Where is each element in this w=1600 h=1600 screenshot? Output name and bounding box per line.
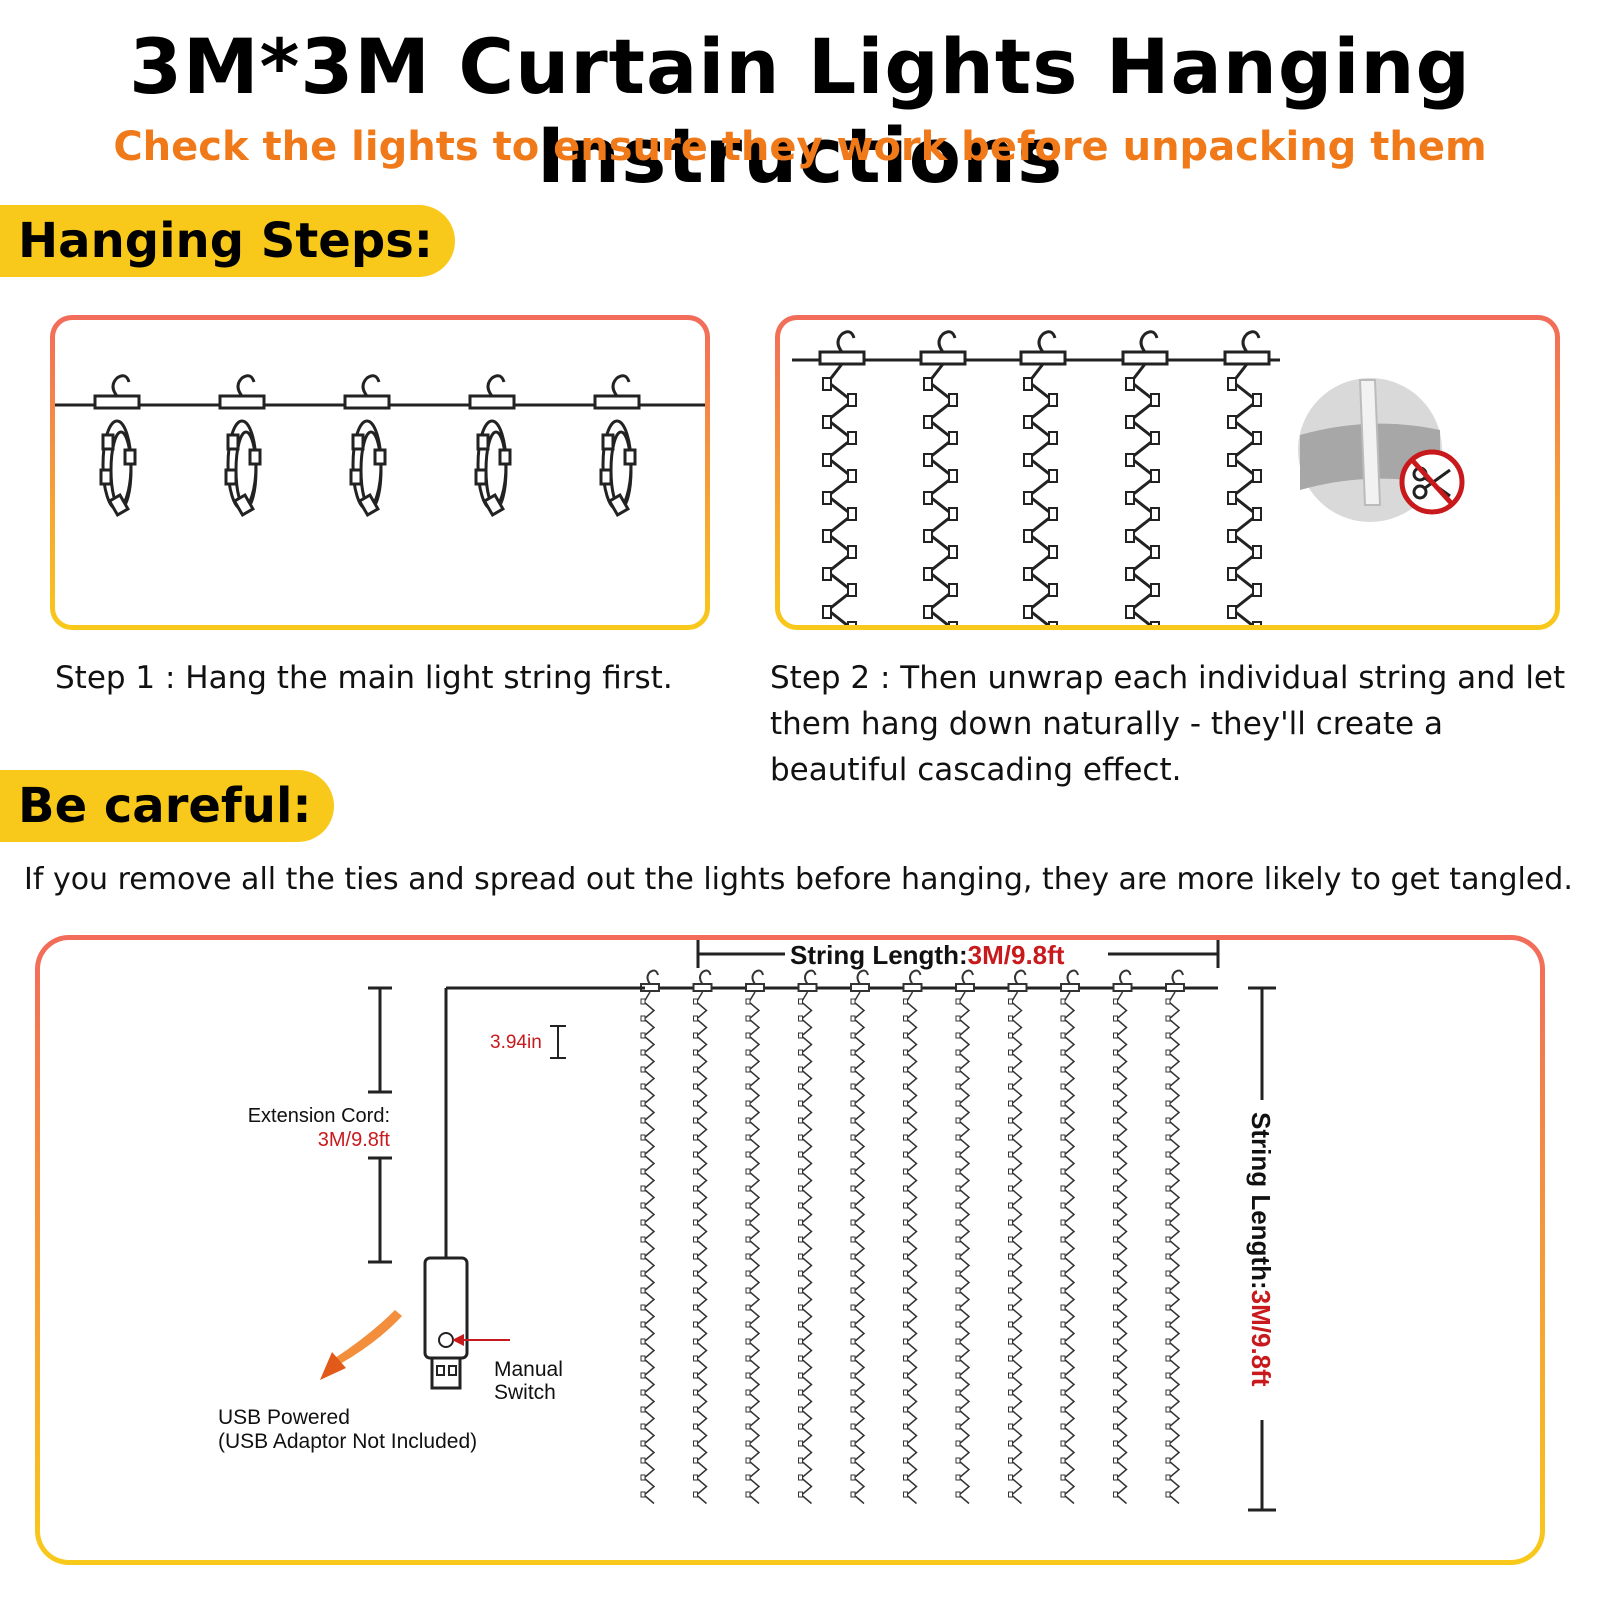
hanging-string-icon (822, 363, 857, 625)
extension-label: Extension Cord: (248, 1105, 390, 1127)
light-string-icon (693, 991, 708, 1505)
hanger-clip-icon (818, 330, 866, 366)
coiled-string-icon (599, 419, 637, 517)
switch-pointer-arrow (452, 1334, 510, 1346)
extension-value: 3M/9.8ft (318, 1129, 391, 1151)
hanging-string-icon (1125, 363, 1160, 625)
hanger-clip-icon (1121, 330, 1169, 366)
light-string-icon (955, 991, 971, 1505)
hanging-string-icon (1227, 363, 1262, 625)
right-length-label: String Length: (1246, 1112, 1276, 1290)
step2-illustration (792, 330, 1465, 625)
curtain-strings (640, 969, 1218, 1505)
hanger-clip-icon (692, 969, 713, 992)
step1-illustration-frame (50, 315, 710, 630)
top-length-label: String Length: (790, 940, 968, 970)
hanger-clip-icon (1165, 969, 1185, 992)
page-title: 3M*3M Curtain Lights Hanging Instruction… (129, 22, 1471, 200)
hanger-clip-icon (1223, 330, 1271, 366)
light-string-icon (1113, 991, 1128, 1505)
no-scissors-icon (1399, 449, 1465, 515)
light-string-icon (903, 991, 918, 1505)
hanger-clip-icon (1019, 330, 1067, 366)
top-length-value: 3M/9.8ft (968, 940, 1065, 970)
step1-illustration (55, 374, 705, 517)
light-string-icon (798, 991, 813, 1505)
usb-label-line2: (USB Adaptor Not Included) (218, 1430, 477, 1453)
coiled-string-icon (474, 419, 512, 517)
switch-label-line2: Switch (494, 1381, 556, 1404)
hanger-clip-icon (955, 969, 975, 992)
light-string-icon (745, 991, 761, 1505)
light-string-icon (1008, 991, 1023, 1505)
step2-caption: Step 2 : Then unwrap each individual str… (770, 660, 1566, 788)
right-length-value: 3M/9.8ft (1246, 1290, 1276, 1387)
hanging-string-icon (1023, 363, 1058, 625)
light-string-icon (640, 991, 656, 1505)
light-string-icon (1165, 991, 1181, 1505)
light-string-icon (1060, 991, 1076, 1505)
hanging-steps-heading: Hanging Steps: (0, 205, 455, 277)
step1-caption: Step 1 : Hang the main light string firs… (55, 660, 673, 696)
hanger-clip-icon (1007, 969, 1028, 992)
hanger-clip-icon (1112, 969, 1133, 992)
hanger-clip-icon (593, 374, 641, 410)
hanger-clip-icon (745, 969, 765, 992)
hanger-clip-icon (343, 374, 391, 410)
hanger-clip-icon (1060, 969, 1080, 992)
usb-power-arrow-icon (320, 1310, 402, 1380)
hanger-clip-icon (218, 374, 266, 410)
hanger-clip-icon (797, 969, 818, 992)
coiled-string-icon (349, 419, 387, 517)
coiled-string-icon (99, 419, 137, 517)
hanger-clip-icon (919, 330, 967, 366)
usb-label-line1: USB Powered (218, 1406, 350, 1429)
light-string-icon (850, 991, 866, 1505)
right-dimension-line (1248, 986, 1276, 1512)
spacing-value: 3.94in (490, 1032, 542, 1053)
hanging-string-icon (923, 363, 958, 625)
hanger-clip-icon (902, 969, 923, 992)
top-dimension-line (696, 940, 1220, 968)
svg-text:String Length:3M/9.8ft: String Length:3M/9.8ft (790, 940, 1065, 970)
svg-text:String Length:3M/9.8ft: String Length:3M/9.8ft (1246, 1112, 1276, 1387)
be-careful-text: If you remove all the ties and spread ou… (24, 862, 1573, 897)
step2-illustration-frame (775, 315, 1560, 630)
hanger-clip-icon (468, 374, 516, 410)
dimension-diagram-frame: String Length:3M/9.8ft String Length:3M/… (35, 935, 1545, 1565)
hanger-clip-icon (93, 374, 141, 410)
coiled-string-icon (224, 419, 262, 517)
usb-plug (423, 1256, 469, 1390)
spacing-marker (550, 1025, 566, 1059)
page-subtitle: Check the lights to ensure they work bef… (113, 124, 1487, 170)
hanger-clip-icon (850, 969, 870, 992)
be-careful-heading: Be careful: (0, 770, 334, 842)
switch-label-line1: Manual (494, 1358, 563, 1381)
extension-dimension-line (368, 986, 392, 1264)
dimension-diagram: String Length:3M/9.8ft String Length:3M/… (218, 940, 1276, 1512)
extension-cord (444, 986, 645, 1258)
